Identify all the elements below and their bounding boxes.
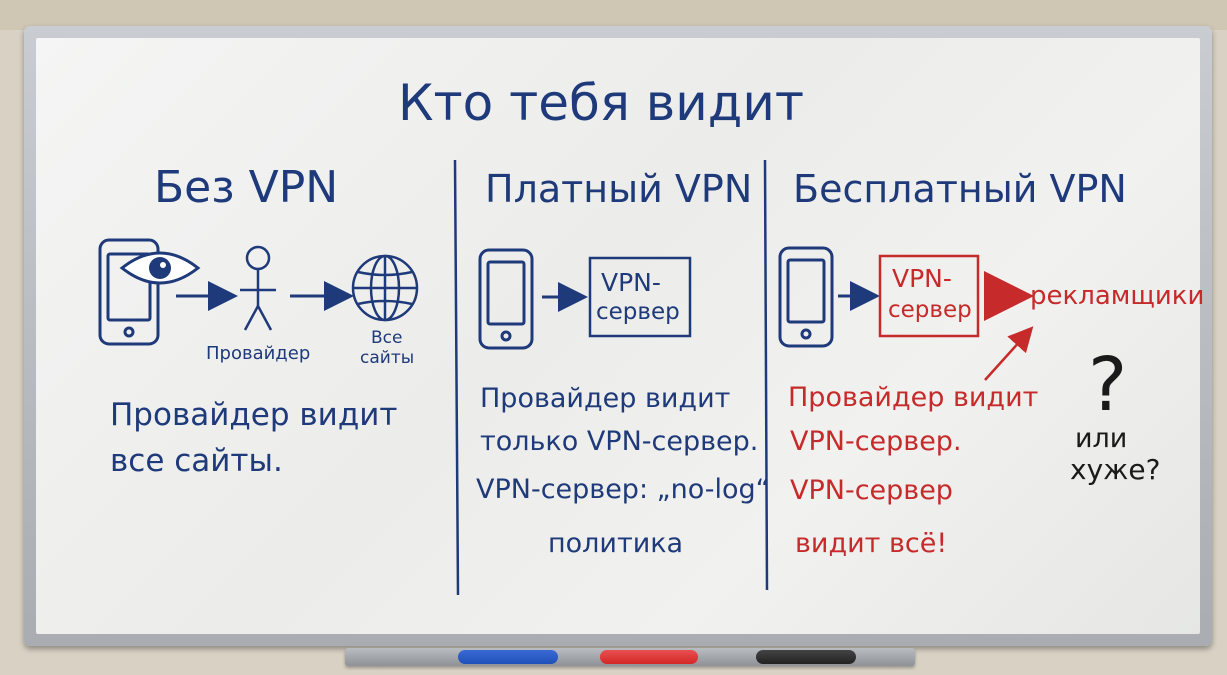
heading-paid-vpn: Платный VPN: [485, 167, 753, 211]
all-sites-label: сайты: [360, 348, 415, 368]
free-vpn-text-line: VPN-сервер: [790, 475, 953, 506]
provider-person-icon: [240, 245, 276, 331]
vpn-server-label: сервер: [888, 297, 972, 323]
red-marker[interactable]: [600, 650, 698, 664]
phone-icon: [478, 248, 534, 350]
free-vpn-text-line: VPN-сервер.: [790, 426, 962, 457]
paid-vpn-text-line: VPN-сервер: „no-log“: [476, 474, 770, 505]
or-worse-text: хуже?: [1070, 453, 1161, 486]
heading-no-vpn: Без VPN: [154, 162, 339, 213]
paid-vpn-text-line: только VPN-сервер.: [480, 426, 759, 457]
vpn-server-label: VPN-: [601, 268, 661, 297]
free-vpn-text-line: видит всё!: [795, 528, 948, 559]
paid-vpn-text-line: политика: [548, 528, 684, 559]
advertisers-label: рекламщики: [1030, 281, 1205, 311]
divider-line-2: [763, 159, 769, 591]
all-sites-label: Все: [371, 328, 403, 348]
phone-icon: [98, 238, 160, 346]
vpn-server-label: VPN-: [892, 264, 952, 293]
globe-icon: [351, 254, 419, 322]
or-worse-text: или: [1075, 423, 1128, 454]
no-vpn-text-line: Провайдер видит: [110, 397, 398, 433]
wall: [0, 0, 1227, 30]
vpn-server-label: сервер: [596, 299, 680, 325]
phone-icon: [778, 246, 834, 348]
paid-vpn-text-line: Провайдер видит: [480, 383, 731, 414]
board-title: Кто тебя видит: [398, 74, 804, 132]
no-vpn-text-line: все сайты.: [110, 443, 283, 479]
divider-line-1: [453, 159, 460, 596]
eye-icon: [119, 251, 201, 285]
question-mark: ?: [1088, 342, 1128, 428]
heading-free-vpn: Бесплатный VPN: [793, 167, 1127, 211]
free-vpn-text-line: Провайдер видит: [788, 382, 1039, 413]
vpn-server-box: [588, 256, 692, 338]
blue-marker[interactable]: [458, 650, 558, 664]
black-marker[interactable]: [756, 650, 856, 664]
vpn-server-box: [878, 254, 980, 338]
arrow-up-to-advertisers: [984, 326, 1034, 381]
provider-label: Провайдер: [206, 343, 311, 364]
